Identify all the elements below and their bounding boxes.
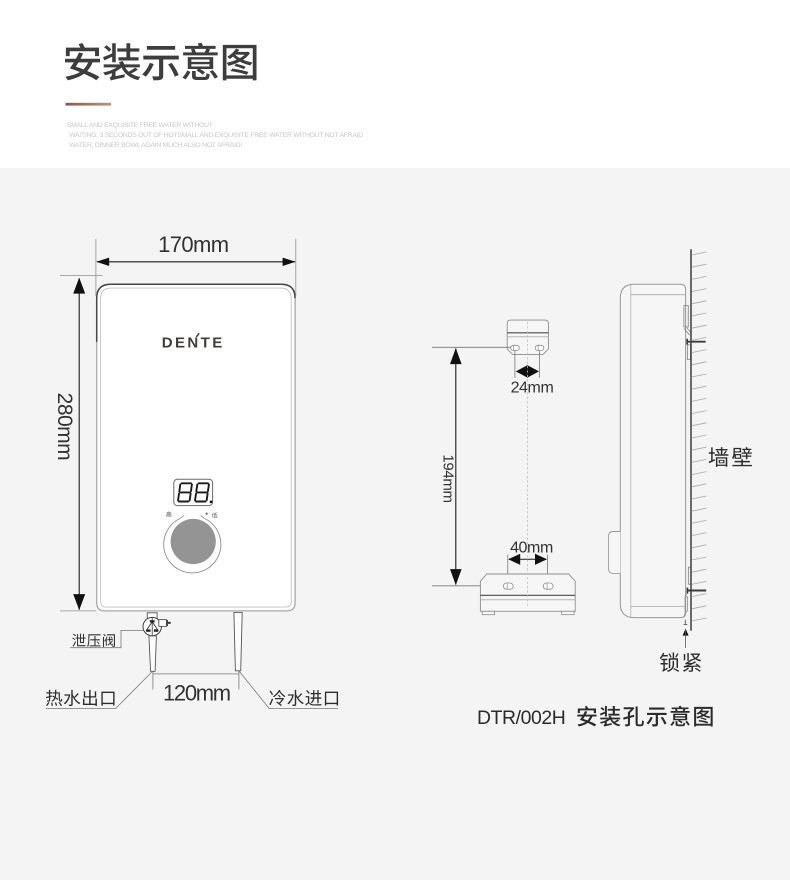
svg-text:WAITING, 3 SECONDS OUT OF HOTS: WAITING, 3 SECONDS OUT OF HOTSMALL AND E… — [69, 132, 363, 139]
svg-text:280mm: 280mm — [53, 393, 76, 461]
svg-text:170mm: 170mm — [158, 232, 228, 257]
svg-text:40mm: 40mm — [510, 539, 553, 556]
svg-text:SMALL AND EXQUISITE FREE WATER: SMALL AND EXQUISITE FREE WATER WITHOUT — [67, 122, 213, 129]
svg-text:24mm: 24mm — [511, 379, 554, 396]
svg-text:194mm: 194mm — [439, 454, 456, 502]
svg-text:DENTE: DENTE — [162, 335, 225, 352]
svg-text:120mm: 120mm — [163, 680, 230, 705]
svg-text:DTR/002H: DTR/002H — [477, 707, 565, 729]
svg-text:WATER, DINNER BOWL AGAIN MUCH: WATER, DINNER BOWL AGAIN MUCH ALSO NOT A… — [69, 142, 242, 149]
